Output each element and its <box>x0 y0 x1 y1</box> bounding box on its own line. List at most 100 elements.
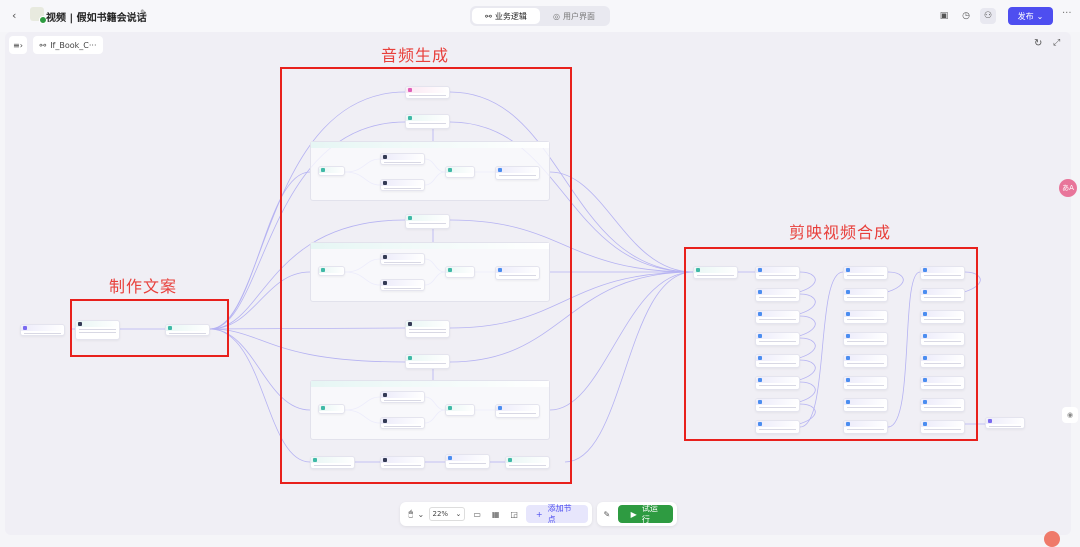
video-plugin-node[interactable] <box>920 332 965 346</box>
loop-node[interactable] <box>318 166 345 176</box>
app-title: 视频 | 假如书籍会说话 <box>46 13 147 24</box>
video-plugin-node[interactable] <box>843 376 888 390</box>
debug-icon[interactable]: ✎ <box>603 509 611 519</box>
loop-node[interactable] <box>318 404 345 414</box>
video-plugin-node[interactable] <box>755 398 800 412</box>
tts-node[interactable] <box>380 417 425 429</box>
palette-icon: ◎ <box>553 11 560 21</box>
assistant-icon[interactable]: ◉ <box>1062 407 1078 423</box>
video-plugin-node[interactable] <box>843 332 888 346</box>
plugin-node[interactable] <box>495 166 540 180</box>
refresh-icon[interactable]: ↻ <box>1034 38 1043 49</box>
video-plugin-node[interactable] <box>920 310 965 324</box>
video-plugin-node[interactable] <box>755 420 800 434</box>
workflow-canvas[interactable]: ≡› ⚯ If_Book_C··· ↻ ⤢ 制作文案 音频生成 剪映视频合成 <box>5 32 1071 535</box>
edge <box>209 271 311 330</box>
view-switch: ⚯ 业务逻辑 ◎ 用户界面 <box>470 6 610 26</box>
video-plugin-node[interactable] <box>755 310 800 324</box>
video-plugin-node[interactable] <box>755 332 800 346</box>
more-icon[interactable]: ··· <box>1062 8 1072 19</box>
annotation-box-copywriting <box>70 299 229 357</box>
helper-avatar[interactable] <box>1044 531 1060 547</box>
video-plugin-node[interactable] <box>843 398 888 412</box>
tts-node[interactable] <box>380 279 425 291</box>
video-plugin-node[interactable] <box>920 376 965 390</box>
comment-icon[interactable]: ▭ <box>473 509 481 519</box>
archive-icon[interactable]: ▣ <box>939 11 949 21</box>
tts-node[interactable] <box>380 179 425 191</box>
plugin-node[interactable] <box>495 266 540 280</box>
video-plugin-node[interactable] <box>755 288 800 302</box>
end-node[interactable] <box>985 417 1025 429</box>
tab-user-interface[interactable]: ◎ 用户界面 <box>540 8 608 24</box>
plugin-node[interactable] <box>445 454 490 469</box>
loop-group[interactable] <box>310 380 550 440</box>
code-node[interactable] <box>505 456 550 469</box>
audio-node[interactable] <box>405 86 450 99</box>
video-plugin-node[interactable] <box>920 288 965 302</box>
edit-icon[interactable]: ✎ <box>140 9 148 19</box>
video-plugin-node[interactable] <box>843 420 888 434</box>
app-avatar <box>30 7 47 24</box>
video-plugin-node[interactable] <box>755 266 800 280</box>
annotation-label-video: 剪映视频合成 <box>789 223 892 242</box>
auto-layout-icon[interactable]: ▦ <box>491 509 500 519</box>
video-plugin-node[interactable] <box>755 354 800 368</box>
edge <box>449 121 694 273</box>
video-plugin-node[interactable] <box>920 420 965 434</box>
add-node-button[interactable]: + 添加节点 <box>525 504 589 524</box>
code-node[interactable] <box>165 324 210 336</box>
merge-node[interactable] <box>445 166 475 178</box>
translate-icon[interactable]: あA <box>1059 179 1077 197</box>
variable-node[interactable] <box>405 214 450 229</box>
tab-label: 业务逻辑 <box>494 11 527 21</box>
code-node[interactable] <box>310 456 355 469</box>
add-node-label: 添加节点 <box>547 504 572 524</box>
video-plugin-node[interactable] <box>843 354 888 368</box>
minimap-icon[interactable]: ◲ <box>510 509 518 519</box>
edge <box>564 271 694 463</box>
tts-node[interactable] <box>380 456 425 469</box>
edge <box>209 171 311 330</box>
tts-node[interactable] <box>380 391 425 403</box>
play-icon: ▶ <box>630 509 637 519</box>
llm-node[interactable] <box>405 320 450 338</box>
workflow-icon: ⚯ <box>485 11 492 21</box>
video-plugin-node[interactable] <box>920 398 965 412</box>
video-plugin-node[interactable] <box>920 354 965 368</box>
video-plugin-node[interactable] <box>843 288 888 302</box>
tts-node[interactable] <box>380 153 425 165</box>
chevron-down-icon[interactable]: ⌄ <box>417 509 425 519</box>
loop-node[interactable] <box>318 266 345 276</box>
tab-label: 用户界面 <box>562 11 595 21</box>
edge <box>549 271 694 411</box>
plugin-node[interactable] <box>495 404 540 418</box>
annotation-box-video <box>684 247 978 441</box>
start-node[interactable] <box>20 324 65 336</box>
back-icon[interactable]: ‹ <box>12 9 17 22</box>
tts-node[interactable] <box>380 253 425 265</box>
merge-node[interactable] <box>445 266 475 278</box>
collaborators-icon[interactable]: ⚇ <box>980 8 996 24</box>
zoom-select[interactable]: 22% ⌄ <box>428 507 466 521</box>
video-plugin-node[interactable] <box>843 266 888 280</box>
chevron-down-icon: ⌄ <box>455 510 462 518</box>
video-plugin-node[interactable] <box>843 310 888 324</box>
video-plugin-node[interactable] <box>755 376 800 390</box>
merge-node[interactable] <box>445 404 475 416</box>
variable-node[interactable] <box>405 354 450 369</box>
history-icon[interactable]: ◷ <box>962 11 970 21</box>
code-node[interactable] <box>693 266 738 279</box>
tab-business-logic[interactable]: ⚯ 业务逻辑 <box>472 8 540 24</box>
publish-button[interactable]: 发布 ⌄ <box>1008 7 1053 25</box>
edge <box>799 271 844 428</box>
mouse-mode-icon[interactable]: 🖱 <box>408 509 414 518</box>
workflow-tab[interactable]: ⚯ If_Book_C··· <box>33 36 103 54</box>
test-run-button[interactable]: ▶ 试运行 <box>617 504 673 524</box>
expand-icon[interactable]: ⤢ <box>1053 38 1061 48</box>
llm-node[interactable] <box>75 320 120 340</box>
sidebar-toggle-icon[interactable]: ≡› <box>9 36 27 54</box>
audio-node[interactable] <box>405 114 450 129</box>
run-label: 试运行 <box>641 504 658 524</box>
video-plugin-node[interactable] <box>920 266 965 280</box>
